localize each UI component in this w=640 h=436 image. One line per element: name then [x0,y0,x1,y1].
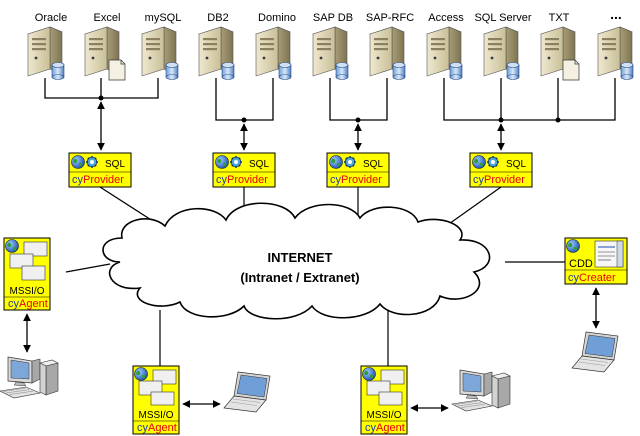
window-icon [380,369,405,385]
desktop-pc-icon [451,369,511,412]
access-database-icon [449,62,463,80]
cloud-title: INTERNET [268,250,333,265]
provider-2: SQL cyProvider [212,152,276,188]
provider-sql-label: SQL [105,159,125,170]
more-database-icon [620,62,634,80]
provider-name: cyProvider [330,174,382,186]
db-label-db2: DB2 [207,12,228,24]
sqlserver-database-icon [506,62,520,80]
db-label-saprfc: SAP-RFC [366,12,414,24]
agent-title: MSSI/O [366,410,401,421]
oracle-database-icon [51,62,65,80]
agent-title: MSSI/O [9,286,44,297]
creater-name: cyCreater [568,272,616,284]
provider-3: SQL cyProvider [326,152,390,188]
mysql-database-icon [165,62,179,80]
globe-icon [362,367,376,381]
laptop-icon [571,331,619,373]
agent-name: cyAgent [365,422,405,434]
laptop-icon [223,371,271,413]
agent-left: MSSI/O cyAgent [3,237,51,311]
globe-icon [215,155,229,169]
globe-icon [71,155,85,169]
cloud-subtitle: (Intranet / Extranet) [240,270,359,285]
db-label-oracle: Oracle [35,12,67,24]
provider-1: SQL cyProvider [68,152,132,188]
saprfc-database-icon [392,62,406,80]
creater-box: CDD cyCreater [564,237,628,285]
domino-database-icon [278,62,292,80]
globe-icon [5,239,19,253]
database-servers: Oracle Excel mySQL DB2 Domino SAP DB SAP… [27,6,634,81]
sapdb-database-icon [335,62,349,80]
agent-title: MSSI/O [138,410,173,421]
desktop-pc-icon [0,356,59,399]
provider-name: cyProvider [216,174,268,186]
agent-right: MSSI/O cyAgent [360,365,408,435]
provider-name: cyProvider [473,174,525,186]
db2-database-icon [221,62,235,80]
globe-icon [472,155,486,169]
provider-sql-label: SQL [249,159,269,170]
globe-icon [134,367,148,381]
provider-arrows [97,101,505,151]
globe-icon [566,239,580,253]
provider-sql-label: SQL [506,159,526,170]
window-icon [23,241,48,257]
db-label-more: ... [610,6,622,22]
provider-4: SQL cyProvider [469,152,533,188]
db-label-sqlserver: SQL Server [474,12,531,24]
db-label-sapdb: SAP DB [313,12,353,24]
gear-icon [229,155,243,169]
db-label-txt: TXT [549,12,570,24]
creater-title: CDD [569,258,593,270]
agent-name: cyAgent [137,422,177,434]
txt-document-icon [562,59,580,81]
gear-icon [85,155,99,169]
agent-name: cyAgent [8,298,48,310]
excel-document-icon [108,59,126,81]
db-label-excel: Excel [94,12,121,24]
db-label-domino: Domino [258,12,296,24]
provider-name: cyProvider [72,174,124,186]
bus-junction-dots [98,95,561,123]
server-bus-lines [44,78,616,121]
agent-middle: MSSI/O cyAgent [132,365,180,435]
db-label-access: Access [428,12,464,24]
window-icon [152,369,177,385]
globe-icon [329,155,343,169]
provider-sql-label: SQL [363,159,383,170]
internet-cloud: INTERNET (Intranet / Extranet) [102,202,491,320]
db-label-mysql: mySQL [145,12,182,24]
